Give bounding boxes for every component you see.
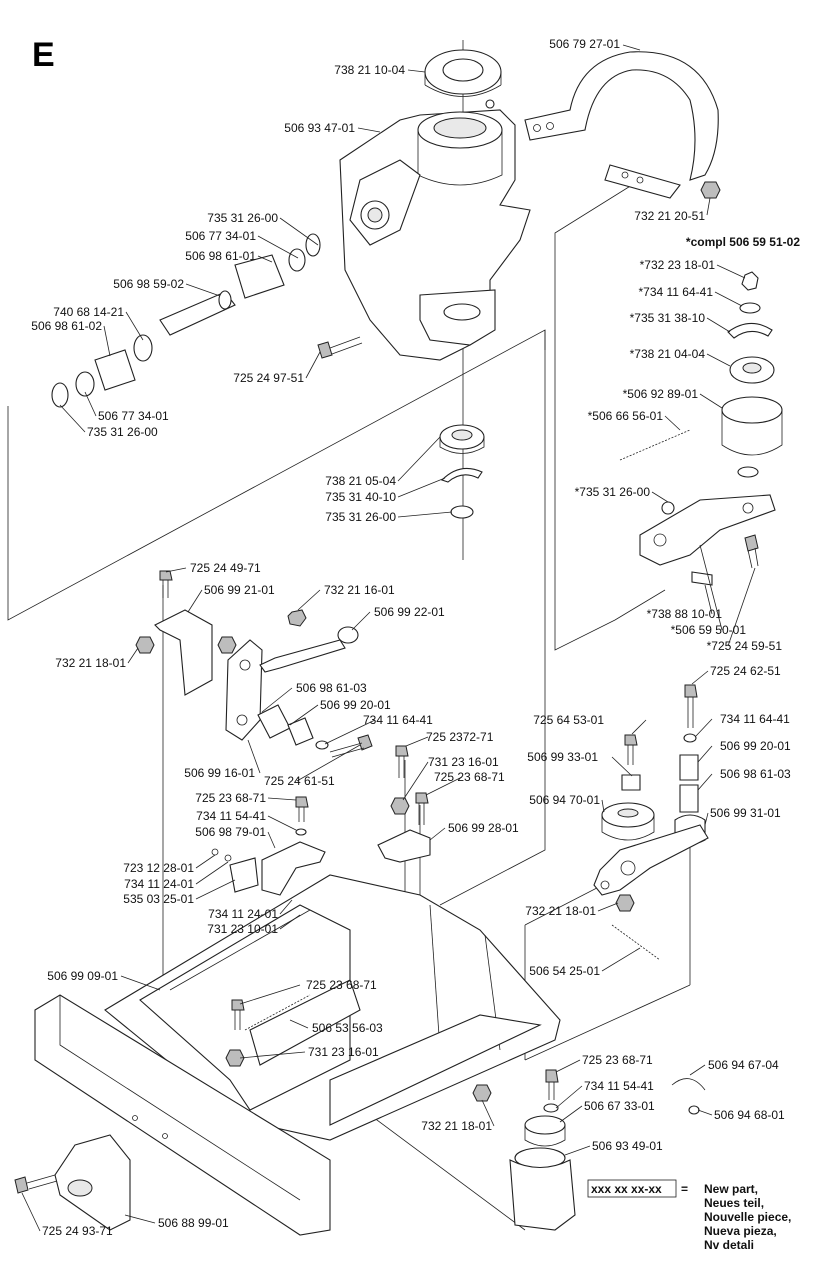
callout-738-21-05-04: 738 21 05-04	[325, 474, 396, 488]
callout-506-98-79-01: 506 98 79-01	[195, 825, 266, 839]
callout-732-21-18-01-b: 732 21 18-01	[525, 904, 596, 918]
callout-506-92-89-01: *506 92 89-01	[623, 387, 699, 401]
callout-506-67-33-01: 506 67 33-01	[584, 1099, 655, 1113]
callout-725-24-49-71: 725 24 49-71	[190, 561, 261, 575]
callout-732-21-20-51: 732 21 20-51	[634, 209, 705, 223]
callout-725-24-62-51: 725 24 62-51	[710, 664, 781, 678]
callout-725-23-68-71-a: 725 23 68-71	[434, 770, 505, 784]
callout-735-31-40-10: 735 31 40-10	[325, 490, 396, 504]
callout-725-64-53-01: 725 64 53-01	[533, 713, 604, 727]
callout-506-98-61-01: 506 98 61-01	[185, 249, 256, 263]
callout-725-24-93-71: 725 24 93-71	[42, 1224, 113, 1238]
callout-732-21-16-01: 732 21 16-01	[324, 583, 395, 597]
callout-506-98-61-02: 506 98 61-02	[31, 319, 102, 333]
part-callouts: 738 21 10-04 506 79 27-01 506 93 47-01 7…	[31, 37, 800, 1238]
section-letter: E	[32, 36, 55, 74]
callout-731-23-16-01-a: 731 23 16-01	[428, 755, 499, 769]
callout-506-94-70-01: 506 94 70-01	[529, 793, 600, 807]
callout-506-99-22-01: 506 99 22-01	[374, 605, 445, 619]
callout-725-23-68-71-c: 725 23 68-71	[306, 978, 377, 992]
callout-506-94-68-01: 506 94 68-01	[714, 1108, 785, 1122]
callout-compl-506-59-51-02: *compl 506 59 51-02	[686, 235, 800, 249]
callout-506-99-16-01: 506 99 16-01	[184, 766, 255, 780]
callout-506-99-31-01: 506 99 31-01	[710, 806, 781, 820]
callout-506-99-33-01: 506 99 33-01	[527, 750, 598, 764]
callout-506-54-25-01: 506 54 25-01	[529, 964, 600, 978]
callout-506-98-61-03-a: 506 98 61-03	[296, 681, 367, 695]
legend-line-en: New part,	[704, 1182, 758, 1196]
callout-734-11-64-41-c: 734 11 64-41	[720, 712, 790, 726]
callout-734-11-24-01-b: 734 11 24-01	[208, 907, 278, 921]
callout-506-77-34-01-b: 506 77 34-01	[98, 409, 169, 423]
legend-code-box	[587, 1179, 677, 1198]
callout-506-66-56-01: *506 66 56-01	[588, 409, 664, 423]
callout-725-24-59-51: *725 24 59-51	[707, 639, 783, 653]
callout-506-99-09-01: 506 99 09-01	[47, 969, 118, 983]
callout-506-99-21-01: 506 99 21-01	[204, 583, 275, 597]
callout-735-31-26-00-b: 735 31 26-00	[87, 425, 158, 439]
legend: xxx xx xx-xx = New part, Neues teil, Nou…	[587, 1179, 791, 1252]
callout-735-31-26-00-star: *735 31 26-00	[575, 485, 651, 499]
callout-732-21-18-01-a: 732 21 18-01	[55, 656, 126, 670]
callout-506-99-20-01-a: 506 99 20-01	[320, 698, 391, 712]
callout-506-93-47-01: 506 93 47-01	[284, 121, 355, 135]
callout-506-88-99-01: 506 88 99-01	[158, 1216, 229, 1230]
callout-506-77-34-01-a: 506 77 34-01	[185, 229, 256, 243]
callout-506-98-59-02: 506 98 59-02	[113, 277, 184, 291]
legend-line-ru: Nv detali	[704, 1238, 754, 1252]
callout-731-23-16-01-b: 731 23 16-01	[308, 1045, 379, 1059]
legend-equals: =	[681, 1182, 688, 1196]
callout-535-03-25-01: 535 03 25-01	[123, 892, 194, 906]
callout-506-59-50-01: *506 59 50-01	[671, 623, 747, 637]
callout-725-2372-71: 725 2372-71	[426, 730, 494, 744]
callout-725-24-97-51: 725 24 97-51	[233, 371, 304, 385]
legend-code: xxx xx xx-xx	[591, 1182, 662, 1196]
callout-735-31-38-10: *735 31 38-10	[630, 311, 706, 325]
legend-line-fr: Nouvelle piece,	[704, 1210, 791, 1224]
callout-740-68-14-21: 740 68 14-21	[53, 305, 124, 319]
callout-734-11-54-41-b: 734 11 54-41	[584, 1079, 654, 1093]
legend-line-de: Neues teil,	[704, 1196, 764, 1210]
callout-506-93-49-01: 506 93 49-01	[592, 1139, 663, 1153]
callout-506-99-28-01: 506 99 28-01	[448, 821, 519, 835]
callout-506-53-56-03: 506 53 56-03	[312, 1021, 383, 1035]
drawing-linework	[7, 40, 783, 1236]
callout-731-23-10-01: 731 23 10-01	[207, 922, 278, 936]
callout-506-98-61-03-b: 506 98 61-03	[720, 767, 791, 781]
callout-738-21-10-04: 738 21 10-04	[334, 63, 405, 77]
callout-734-11-64-41-a: *734 11 64-41	[638, 285, 713, 299]
callout-506-99-20-01-b: 506 99 20-01	[720, 739, 791, 753]
legend-line-es: Nueva pieza,	[704, 1224, 777, 1238]
callout-738-88-10-01: *738 88 10-01	[647, 607, 723, 621]
callout-725-24-61-51: 725 24 61-51	[264, 774, 335, 788]
callout-732-23-18-01: *732 23 18-01	[640, 258, 716, 272]
callout-725-23-68-71-d: 725 23 68-71	[582, 1053, 653, 1067]
callout-732-21-18-01-c: 732 21 18-01	[421, 1119, 492, 1133]
callout-506-79-27-01: 506 79 27-01	[549, 37, 620, 51]
callout-725-23-68-71-b: 725 23 68-71	[195, 791, 266, 805]
leader-lines	[21, 44, 756, 1232]
callout-734-11-24-01-a: 734 11 24-01	[124, 877, 194, 891]
callout-738-21-04-04: *738 21 04-04	[630, 347, 706, 361]
callout-506-94-67-04: 506 94 67-04	[708, 1058, 779, 1072]
callout-734-11-54-41-a: 734 11 54-41	[196, 809, 266, 823]
callout-735-31-26-00-c: 735 31 26-00	[325, 510, 396, 524]
callout-723-12-28-01: 723 12 28-01	[123, 861, 194, 875]
callout-735-31-26-00-a: 735 31 26-00	[207, 211, 278, 225]
callout-734-11-64-41-b: 734 11 64-41	[363, 713, 433, 727]
